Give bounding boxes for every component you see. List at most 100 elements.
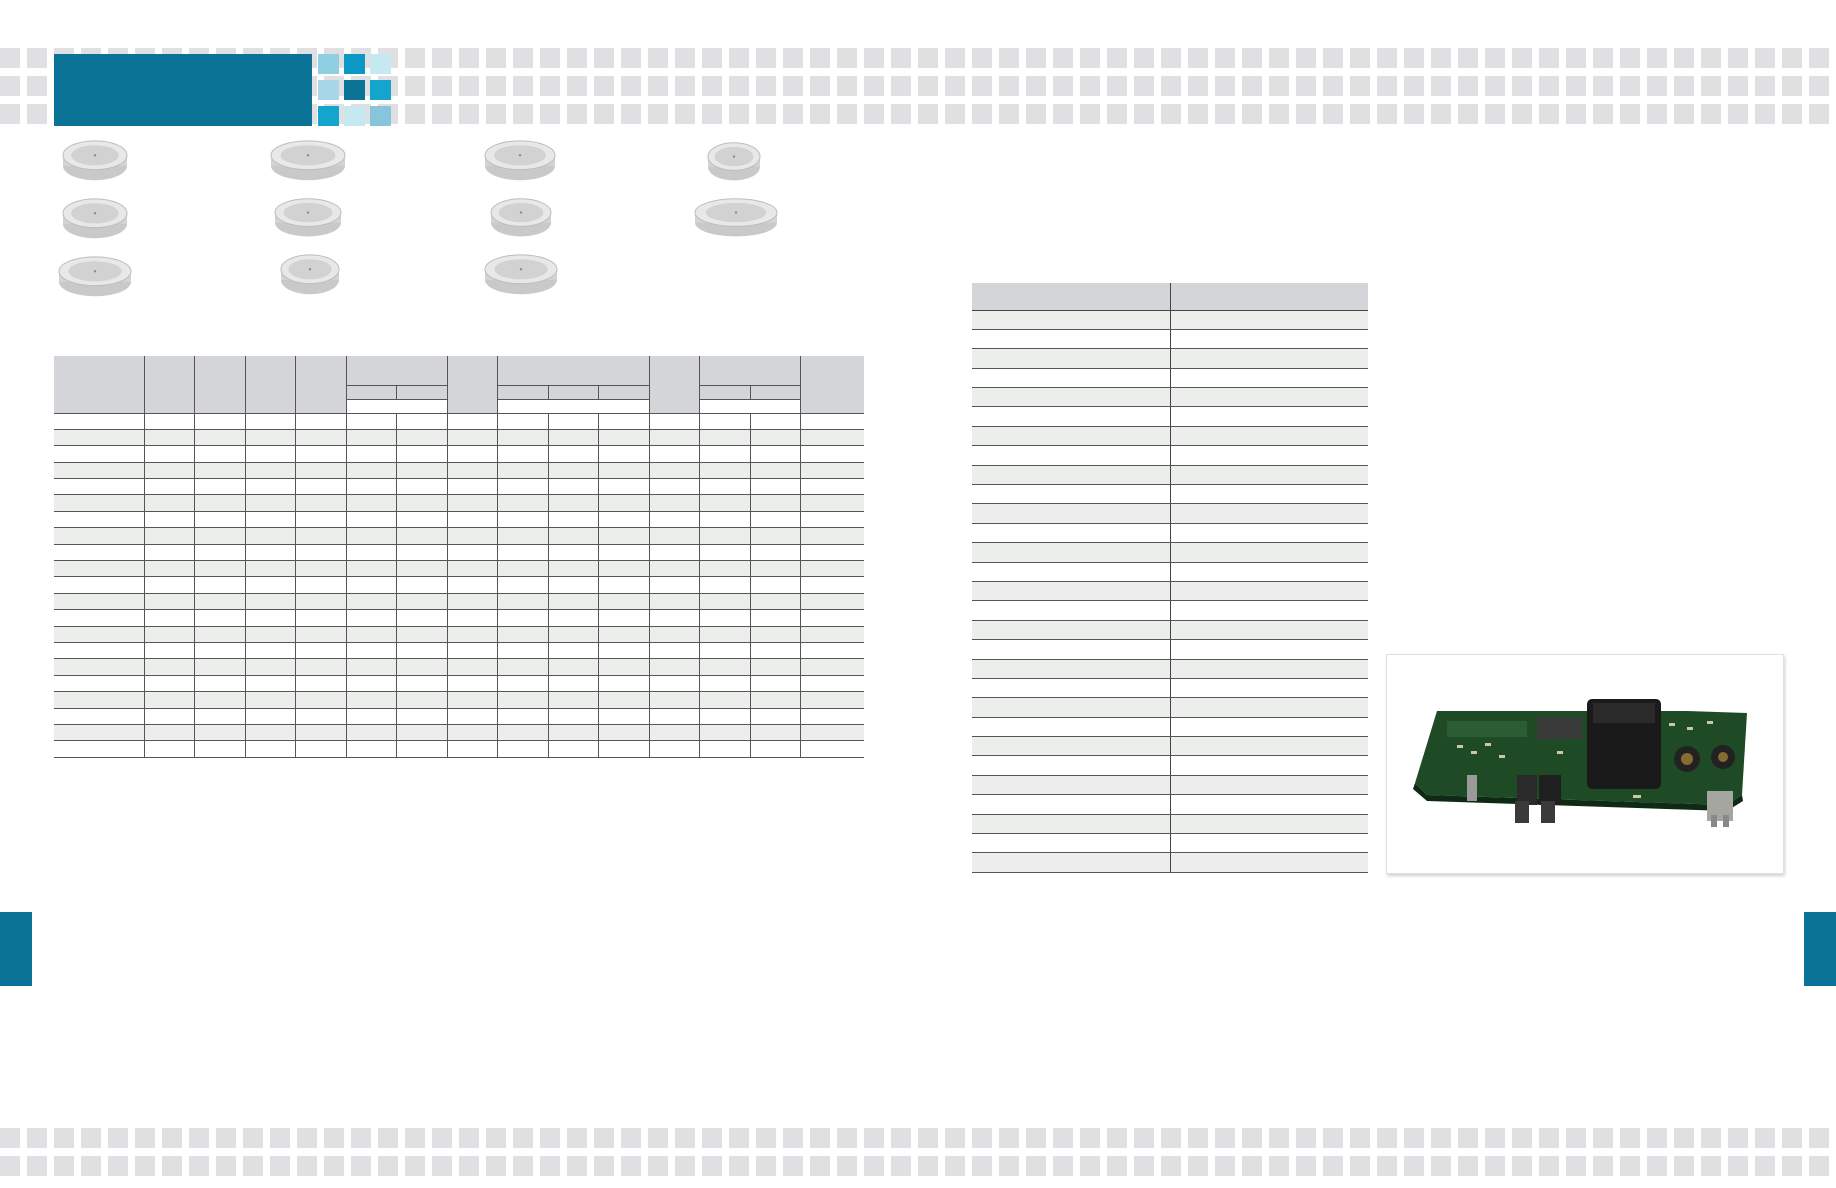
band-tile: [864, 48, 884, 68]
table-cell: [244, 510, 296, 529]
table-cell: [972, 523, 1171, 544]
table-row: [54, 527, 865, 545]
table-cell: [496, 560, 549, 578]
band-tile: [891, 76, 911, 96]
band-tile: [1296, 104, 1316, 124]
band-tile: [648, 1128, 668, 1148]
table-cell: [294, 658, 347, 676]
table-cell: [345, 445, 397, 463]
band-tile: [1701, 1128, 1721, 1148]
band-tile: [1647, 1156, 1667, 1176]
band-tile: [1161, 1128, 1181, 1148]
table-cell: [547, 445, 599, 463]
gate-driver-board-photo: [1413, 699, 1747, 827]
band-tile: [486, 48, 506, 68]
band-tile: [1782, 1128, 1802, 1148]
table-cell: [395, 560, 448, 578]
table-cell: [698, 384, 751, 400]
band-tile: [837, 76, 857, 96]
table-cell: [972, 852, 1171, 873]
band-tile: [1323, 1128, 1343, 1148]
band-tile: [1647, 76, 1667, 96]
band-tile: [351, 1128, 371, 1148]
table-cell: [698, 560, 751, 578]
band-tile: [1323, 104, 1343, 124]
table-cell: [446, 691, 498, 709]
table-cell: [1170, 426, 1368, 447]
table-cell: [294, 478, 347, 496]
band-tile: [729, 1156, 749, 1176]
table-cell: [395, 543, 448, 562]
band-tile: [1242, 104, 1262, 124]
band-tile: [432, 1156, 452, 1176]
table-row: [972, 852, 1368, 873]
band-tile: [945, 76, 965, 96]
section-title-block: [54, 54, 312, 126]
band-tile: [0, 76, 20, 96]
table-row: [54, 478, 865, 496]
table-cell: [54, 707, 145, 725]
product-photo-frame: [1386, 654, 1784, 874]
table-cell: [54, 740, 145, 758]
band-tile: [1323, 1156, 1343, 1176]
band-tile: [405, 1156, 425, 1176]
table-cell: [972, 755, 1171, 776]
table-cell: [799, 510, 865, 529]
band-tile: [1728, 1128, 1748, 1148]
table-cell: [496, 674, 549, 693]
table-cell: [648, 740, 700, 758]
table-cell: [799, 576, 865, 594]
table-cell: [698, 723, 751, 742]
driver-spec-table: [972, 283, 1368, 873]
table-cell: [597, 560, 650, 578]
table-cell: [1170, 659, 1368, 679]
band-tile: [189, 1128, 209, 1148]
table-cell: [648, 592, 700, 611]
band-tile: [1755, 1156, 1775, 1176]
band-tile: [1566, 76, 1586, 96]
table-cell: [648, 576, 700, 594]
band-tile: [1269, 1156, 1289, 1176]
band-tile: [1296, 1156, 1316, 1176]
table-cell: [395, 384, 448, 400]
band-tile: [702, 104, 722, 124]
table-cell: [547, 494, 599, 512]
band-tile: [621, 1128, 641, 1148]
table-row: [972, 794, 1368, 815]
table-cell: [54, 576, 145, 594]
device-thumbnail: [484, 252, 558, 300]
band-tile: [972, 1156, 992, 1176]
table-cell: [446, 560, 498, 578]
table-cell: [446, 494, 498, 512]
table-cell: [143, 527, 195, 545]
band-tile: [891, 104, 911, 124]
band-tile: [1593, 104, 1613, 124]
table-row: [54, 461, 865, 480]
band-tile: [945, 104, 965, 124]
band-tile: [1188, 76, 1208, 96]
device-thumbnail: [62, 196, 128, 244]
band-tile: [783, 76, 803, 96]
table-cell: [496, 356, 650, 386]
band-tile: [891, 1128, 911, 1148]
table-cell: [54, 527, 145, 545]
table-row: [972, 503, 1368, 524]
table-row: [54, 625, 865, 643]
table-cell: [294, 723, 347, 742]
table-row: [54, 609, 865, 627]
table-cell: [1170, 581, 1368, 602]
table-row: [972, 465, 1368, 486]
table-cell: [1170, 736, 1368, 757]
band-tile: [1512, 76, 1532, 96]
table-cell: [446, 592, 498, 611]
band-tile: [999, 1128, 1019, 1148]
table-row: [972, 755, 1368, 776]
table-cell: [597, 384, 650, 400]
table-cell: [749, 461, 801, 480]
table-cell: [193, 445, 246, 463]
table-row: [54, 412, 865, 430]
table-cell: [799, 658, 865, 676]
device-thumbnail: [484, 138, 556, 186]
table-cell: [395, 707, 448, 725]
table-cell: [698, 641, 751, 660]
